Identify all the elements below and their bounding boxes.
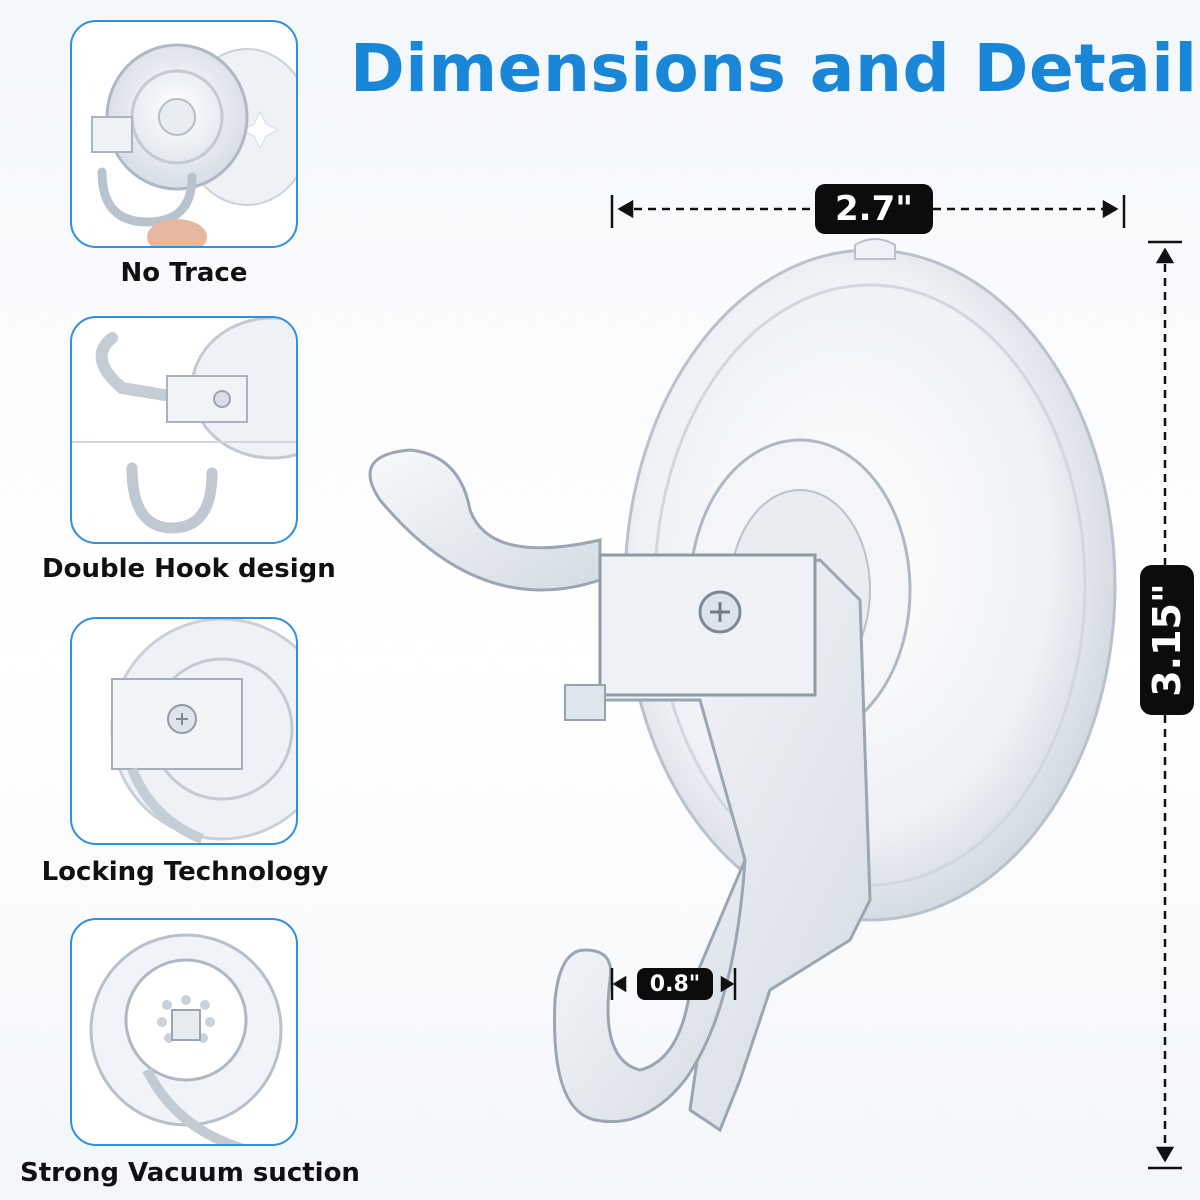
feature-card-double-hook bbox=[70, 316, 298, 544]
upper-hook bbox=[368, 448, 602, 592]
height-badge-text: 3.15" bbox=[1145, 583, 1189, 697]
opening-badge: 0.8" bbox=[637, 968, 713, 1000]
hook-body bbox=[598, 558, 872, 1133]
page-title: Dimensions and Details bbox=[350, 30, 1200, 107]
suction-cup-icon bbox=[91, 43, 296, 246]
lock-clip bbox=[598, 553, 817, 697]
lock-screw-icon bbox=[110, 619, 296, 843]
height-badge: 3.15" bbox=[1140, 565, 1194, 715]
width-badge: 2.7" bbox=[815, 184, 933, 234]
feature-label-locking: Locking Technology bbox=[41, 857, 329, 887]
feature-card-locking bbox=[70, 617, 298, 845]
feature-label-no-trace: No Trace bbox=[120, 258, 248, 288]
vacuum-suction-icon bbox=[89, 933, 283, 1144]
double-hook-icon bbox=[72, 318, 296, 534]
feature-card-no-trace bbox=[70, 20, 298, 248]
feature-card-vacuum bbox=[70, 918, 298, 1146]
feature-label-vacuum: Strong Vacuum suction bbox=[20, 1158, 360, 1188]
height-dimension-line bbox=[1148, 240, 1182, 1170]
feature-label-double-hook: Double Hook design bbox=[42, 554, 336, 584]
width-dimension-line bbox=[610, 195, 1126, 228]
lower-hook bbox=[553, 859, 747, 1124]
opening-dimension-line bbox=[610, 968, 737, 1000]
